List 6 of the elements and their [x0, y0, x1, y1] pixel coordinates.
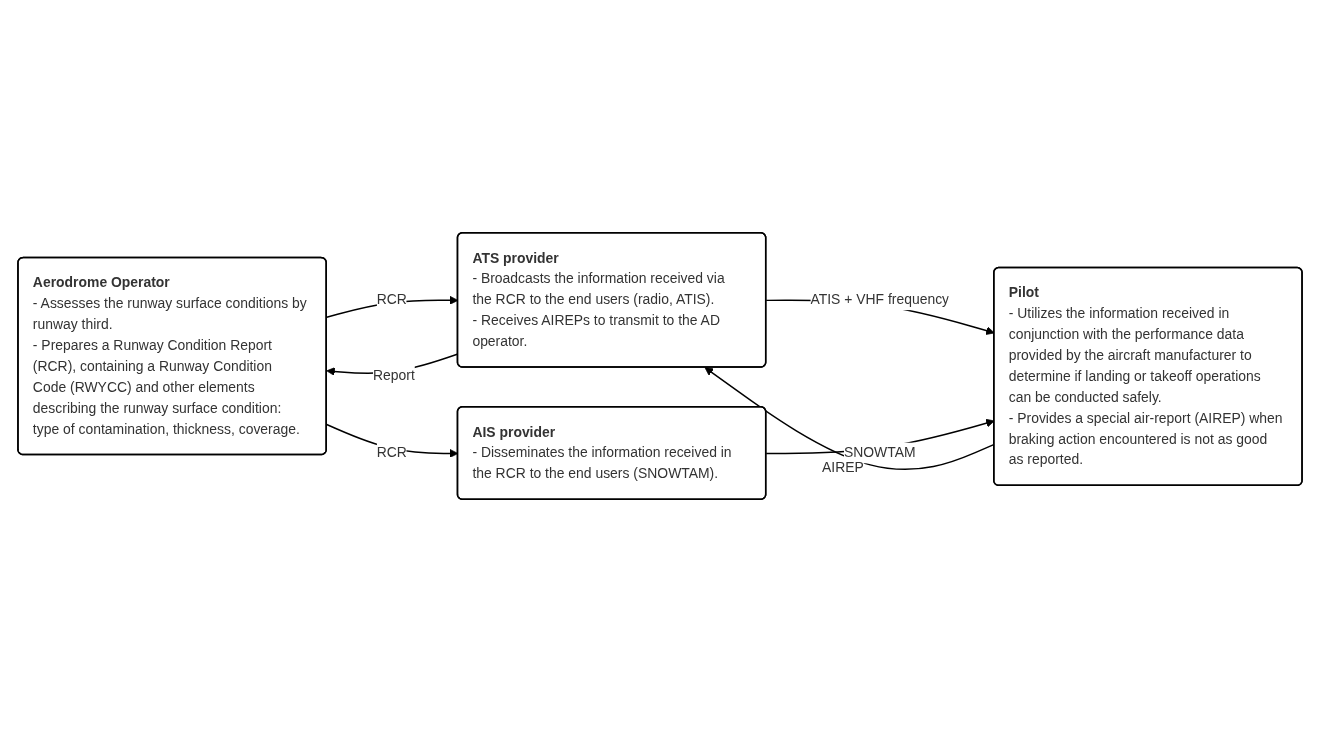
- edge-label: RCR: [376, 444, 407, 460]
- edge-label: SNOWTAM: [843, 444, 916, 460]
- edge-label: AIREP: [821, 458, 864, 475]
- edge-label: RCR: [376, 290, 407, 307]
- edge-label: ATIS + VHF frequency: [809, 290, 949, 307]
- edge-label: Report: [372, 366, 415, 383]
